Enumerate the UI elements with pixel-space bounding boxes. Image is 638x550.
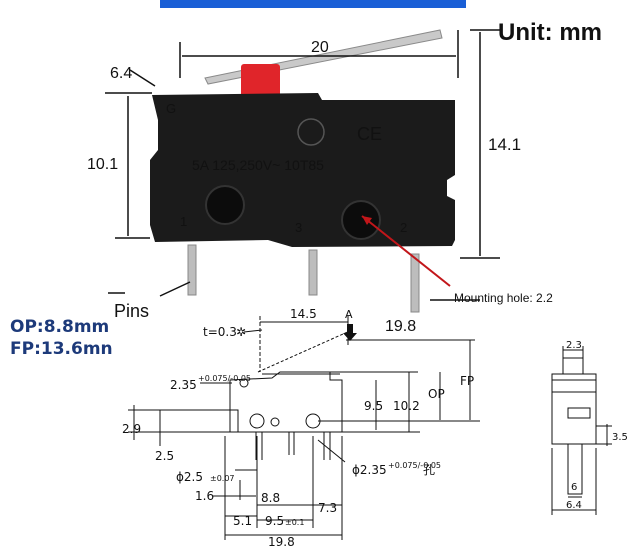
- pins-label: Pins: [114, 301, 149, 321]
- mounting-hole-left: [205, 185, 245, 225]
- dim-pin-span: 19.8: [385, 318, 416, 335]
- side-dim-6-4: 6.4: [566, 500, 582, 511]
- arrow-a: [343, 324, 357, 341]
- dim-length: 20: [311, 39, 329, 56]
- technical-drawing-lines: [128, 316, 480, 540]
- dim-phi-2-5-tol: ±0.07: [210, 474, 235, 483]
- dim-10-2: 10.2: [393, 399, 420, 413]
- dim-14-5: 14.5: [290, 307, 317, 321]
- dim-phi-2-35-tol: +0.075/-0.05: [388, 461, 441, 470]
- dim-9-5-b: 9.5: [265, 514, 284, 528]
- dim-total-height: 14.1: [488, 135, 521, 154]
- dim-op: OP: [428, 387, 445, 401]
- body-marking-g: G: [166, 101, 176, 116]
- side-dim-3-5: 3.5: [612, 432, 628, 443]
- photo-dimension-lines: [105, 29, 500, 301]
- cqc-seal: [297, 118, 325, 146]
- pin-label-3: 3: [295, 220, 302, 235]
- dim-7-3: 7.3: [318, 501, 337, 515]
- mounting-hole-arrowhead: [362, 216, 372, 225]
- pin-2: [410, 253, 420, 313]
- dim-phi-2-35-suffix: 孔: [423, 463, 435, 477]
- side-dim-2-3: 2.3: [566, 340, 582, 351]
- dim-phi-2-5: ϕ2.5: [176, 470, 203, 484]
- dim-width: 6.4: [110, 65, 132, 82]
- mounting-hole-right: [341, 200, 381, 240]
- switch-actuator: [241, 64, 280, 98]
- pin-label-2: 2: [400, 220, 407, 235]
- pin-1: [187, 244, 197, 296]
- dim-5-1: 5.1: [233, 514, 252, 528]
- dim-2-35: 2.35: [170, 378, 197, 392]
- dim-height: 10.1: [87, 156, 118, 173]
- mounting-hole-label: Mounting hole: 2.2: [454, 291, 553, 305]
- dim-2-35-tol: +0.075/-0.05: [198, 374, 251, 383]
- dim-fp: FP: [460, 374, 474, 388]
- mounting-hole-arrow: [361, 215, 451, 287]
- dim-9-5: 9.5: [364, 399, 383, 413]
- body-marking: 5A 125,250V~ 10T85: [192, 157, 324, 173]
- thickness-label: t=0.3: [203, 325, 237, 339]
- op-spec: OP:8.8mm: [10, 317, 109, 337]
- arrow-a-label: A: [345, 308, 353, 321]
- side-view-lines: [551, 346, 612, 515]
- thickness-asterisk: ✲: [236, 325, 246, 339]
- pin-3: [308, 249, 318, 296]
- pin-label-1: 1: [180, 214, 187, 229]
- fp-spec: FP:13.6mn: [10, 339, 113, 359]
- dim-phi-2-35: ϕ2.35: [352, 463, 387, 477]
- dim-2-5: 2.5: [155, 449, 174, 463]
- dim-1-6: 1.6: [195, 489, 214, 503]
- unit-label: Unit: mm: [498, 19, 602, 46]
- side-dim-6: 6: [571, 482, 577, 493]
- dim-8-8: 8.8: [261, 491, 280, 505]
- top-banner-bar: [160, 0, 466, 8]
- dim-9-5-b-tol: ±0.1: [285, 518, 304, 527]
- ce-mark: CE: [357, 124, 382, 144]
- dim-2-9: 2.9: [122, 422, 141, 436]
- dim-19-8: 19.8: [268, 535, 295, 549]
